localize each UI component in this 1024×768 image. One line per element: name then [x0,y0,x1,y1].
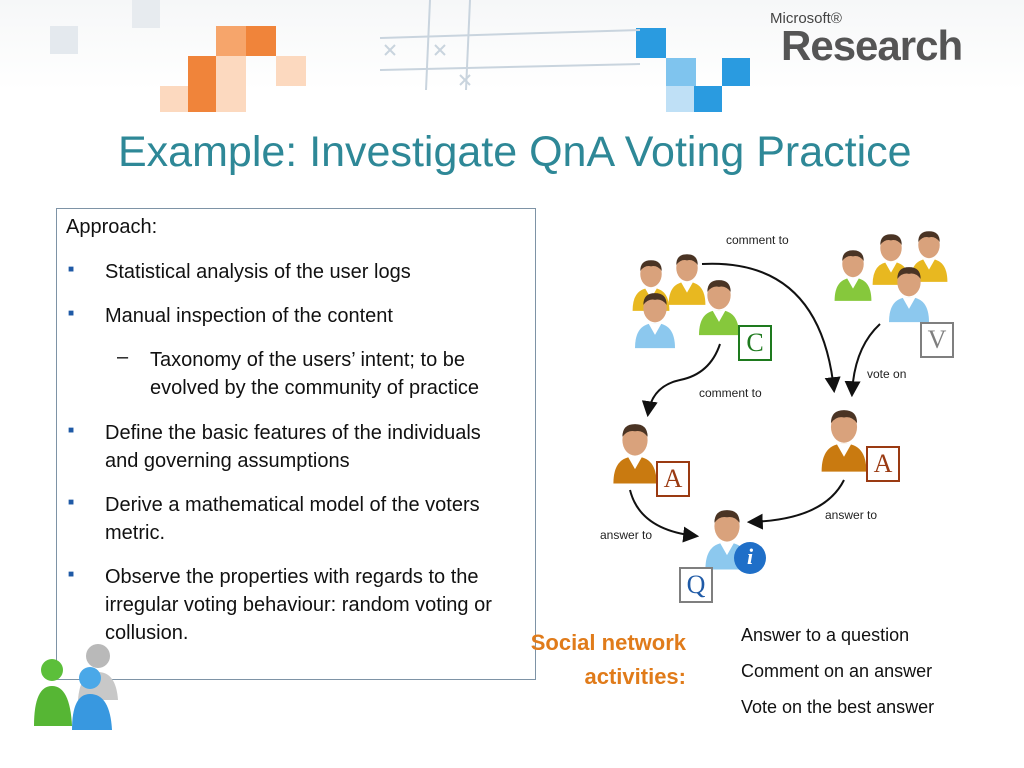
answer-left-arrow [629,489,700,543]
commenter-person-icon [699,280,739,336]
info-icon [734,542,766,574]
approach-bullet: Statistical analysis of the user logs [105,261,411,283]
bullet-square-icon: ■ [68,425,75,436]
approach-panel [56,208,536,680]
activity-item: Vote on the best answer [741,697,935,717]
questioner-role-box: Q [679,567,713,603]
banner-sketch [379,0,641,90]
comment-top-label: comment to [726,233,789,247]
commenter-person-icon [668,254,706,305]
answerer-right-role-box: A [866,446,900,482]
decor-square [216,86,246,112]
answer-right-label: answer to [825,508,878,522]
decor-square [50,26,78,54]
approach-bullet: Derive a mathematical model of the voter… [105,494,480,544]
bullet-square-icon: ■ [68,497,75,508]
approach-heading: Approach: [66,216,158,238]
microsoft-logo-small: Microsoft® [770,10,842,27]
activity-item: Answer to a question [741,625,910,645]
social-network-diagram [613,231,948,574]
answer-left-label: answer to [600,528,653,542]
social-network-title: Social network activities: [480,626,686,694]
approach-bullet: Manual inspection of the content [105,305,393,327]
sub-bullet-dash: – [117,346,129,368]
vote-on-arrow [844,323,881,398]
social-network-title-line: Social network [530,630,686,655]
commenter-role-box: C [738,325,772,361]
answerer-person-icon [613,424,657,484]
bullet-square-icon: ■ [68,569,75,580]
decor-square [188,56,216,86]
activity-item: Comment on an answer [741,661,933,681]
decor-square [160,86,188,112]
bullet-square-icon: ■ [68,264,75,275]
comment-top-arrow [701,262,841,394]
decor-square [132,0,160,28]
decor-square [188,86,216,112]
bullet-square-icon: ■ [68,308,75,319]
approach-bullet: Define the basic features of the individ… [105,422,481,472]
decor-square [694,86,722,112]
header-banner [0,0,1024,112]
decor-square [722,58,750,86]
comment-mid-label: comment to [699,386,762,400]
decor-square [246,26,276,56]
vote-on-label: vote on [867,367,907,381]
comment-mid-arrow [641,343,721,418]
info-icon-glyph: i [746,544,754,569]
social-network-title-line: activities: [584,664,687,689]
approach-bullet: Observe the properties with regards to t… [105,566,492,644]
answer-right-arrow [746,479,845,530]
decor-square [216,26,246,56]
microsoft-research-logo: Research [781,22,963,69]
decor-square [666,58,696,86]
decor-square [636,28,666,58]
decor-square [276,56,306,86]
answerer-person-icon [821,410,867,472]
slide-title: Example: Investigate QnA Voting Practice [118,128,912,176]
voter-person-icon [834,250,872,301]
decor-square [216,56,246,86]
voter-role-box: V [920,322,954,358]
decor-square [666,86,694,112]
answerer-left-role-box: A [656,461,690,497]
community-icon [34,644,118,730]
approach-sub-bullet: Taxonomy of the users’ intent; to be evo… [150,349,480,399]
